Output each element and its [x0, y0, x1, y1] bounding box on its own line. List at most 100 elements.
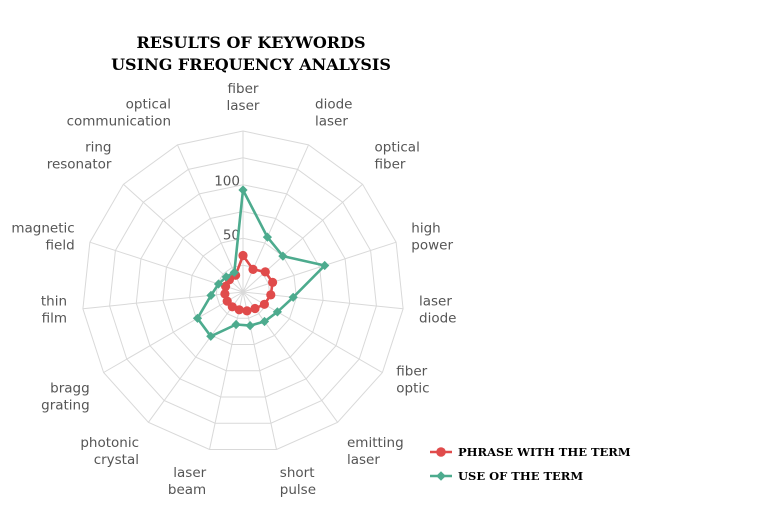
- axis-label-line: fiber: [396, 364, 427, 380]
- grid-spoke: [242, 241, 397, 293]
- data-point: [259, 316, 270, 327]
- axis-label-line: fiber: [228, 81, 259, 97]
- axis-label-line: fiber: [375, 157, 406, 173]
- axis-label-line: laser: [347, 452, 380, 468]
- grid-ring: [135, 184, 351, 398]
- data-point: [288, 292, 298, 302]
- grid-spoke: [209, 291, 244, 450]
- data-point: [262, 232, 272, 242]
- series-use-of-the-term: [192, 185, 330, 341]
- legend-label: PHRASE WITH THE TERM: [458, 445, 631, 459]
- legend-item: PHRASE WITH THE TERM: [430, 445, 631, 459]
- axis-label-line: optic: [396, 381, 429, 397]
- data-point: [229, 267, 239, 277]
- axis-label-line: film: [42, 311, 67, 327]
- axis-label-line: laser: [173, 465, 206, 481]
- axis-label-line: pulse: [280, 482, 316, 498]
- data-point: [268, 277, 278, 287]
- data-point: [272, 307, 282, 317]
- grid-spoke: [177, 144, 244, 293]
- chart-title-line-1: RESULTS OF KEYWORDS: [137, 33, 366, 52]
- radial-tick-label: 50: [223, 227, 240, 243]
- axis-label-line: field: [46, 237, 75, 253]
- axis-label-line: grating: [41, 398, 90, 414]
- axis-label-line: diode: [419, 311, 456, 327]
- data-point: [206, 290, 216, 300]
- data-point: [213, 279, 224, 289]
- data-point: [245, 321, 255, 331]
- series-line: [196, 188, 327, 338]
- legend: PHRASE WITH THE TERM USE OF THE TERM: [430, 445, 631, 483]
- grid-spoke: [147, 291, 244, 423]
- data-point: [234, 305, 244, 315]
- grid-ring: [162, 210, 324, 372]
- axis-label-line: communication: [67, 113, 171, 129]
- data-point: [278, 251, 288, 261]
- axis-label-line: beam: [168, 482, 206, 498]
- axis-label-line: short: [280, 465, 315, 481]
- chart-title-line-2: USING FREQUENCY ANALYSIS: [111, 55, 391, 74]
- grid-spoke: [123, 183, 244, 293]
- axis-label-line: high: [411, 220, 440, 236]
- axis-label-line: photonic: [80, 435, 139, 451]
- axis-label-line: laser: [315, 113, 348, 129]
- data-point: [259, 299, 269, 309]
- axis-label-line: power: [411, 237, 453, 253]
- axis-label-line: crystal: [94, 452, 139, 468]
- data-point: [260, 267, 270, 277]
- data-point: [238, 185, 248, 195]
- legend-item: USE OF THE TERM: [430, 469, 583, 483]
- data-point: [231, 319, 241, 330]
- legend-label: USE OF THE TERM: [458, 469, 583, 483]
- data-point: [248, 264, 258, 274]
- grid-spoke: [242, 291, 277, 450]
- radial-ticks: 50 100: [214, 174, 240, 244]
- data-point: [222, 296, 232, 306]
- grid-spoke: [242, 183, 363, 293]
- grid-spoke: [242, 291, 339, 423]
- axis-label-line: optical: [126, 96, 171, 112]
- data-point: [238, 250, 248, 261]
- legend-marker: [436, 471, 446, 481]
- radial-tick-label: 100: [214, 174, 240, 190]
- series-layer: [192, 185, 330, 341]
- grid-spoke: [103, 291, 244, 373]
- axis-label-line: magnetic: [11, 220, 74, 236]
- data-point: [221, 272, 231, 282]
- grid-spoke: [82, 291, 244, 310]
- legend-marker: [436, 447, 446, 457]
- data-point: [250, 303, 260, 314]
- data-point: [220, 289, 230, 299]
- data-point: [266, 290, 276, 300]
- grid-ring: [82, 130, 404, 450]
- data-point: [320, 260, 330, 271]
- axis-label-line: laser: [419, 294, 452, 310]
- radar-grid: [82, 130, 404, 450]
- axis-label-line: thin: [41, 294, 67, 310]
- axis-label-line: ring: [85, 140, 111, 156]
- data-point: [192, 313, 203, 323]
- axis-label-line: optical: [375, 140, 420, 156]
- axis-label-line: diode: [315, 96, 352, 112]
- grid-ring: [215, 264, 271, 319]
- series-phrase-with-the-term: [220, 250, 278, 316]
- data-point: [242, 306, 252, 316]
- axis-label-line: emitting: [347, 435, 404, 451]
- axis-label-line: resonator: [47, 157, 112, 173]
